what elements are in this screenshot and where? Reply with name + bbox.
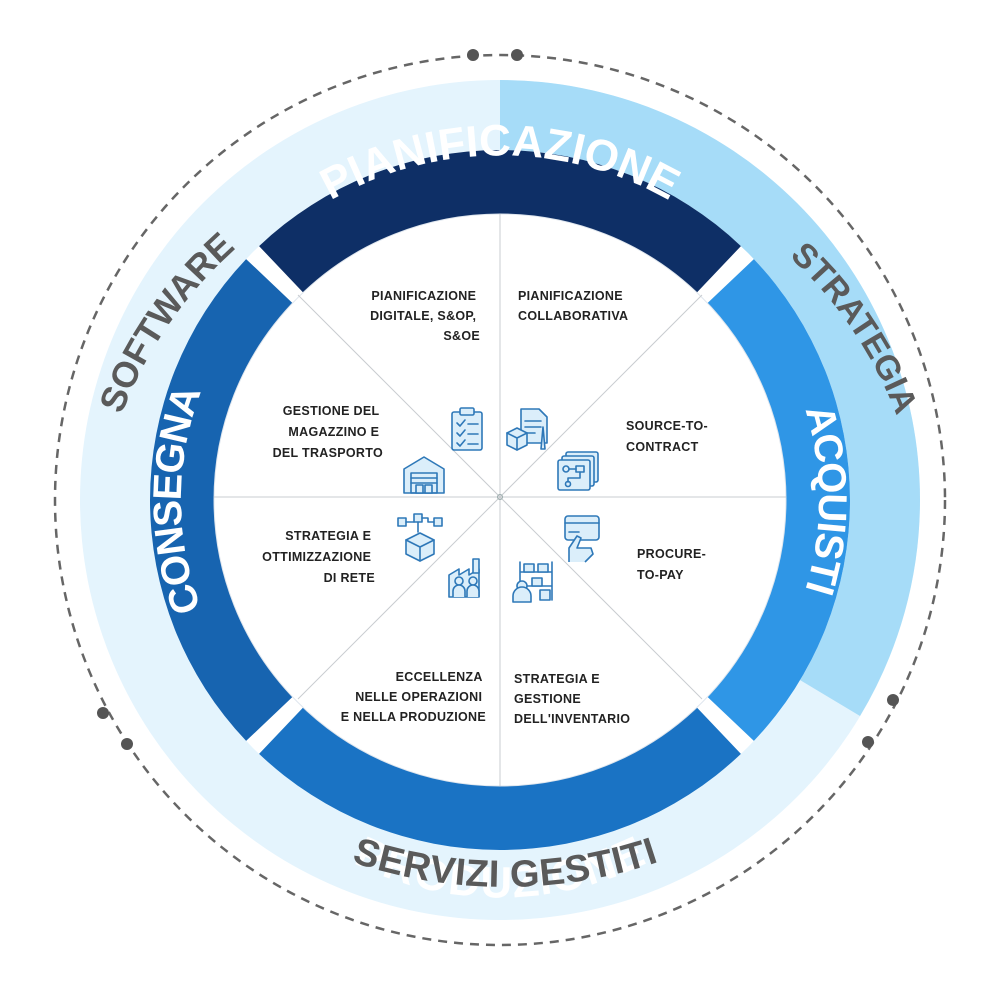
orbit-dot [467, 49, 479, 61]
factory-workers-icon [448, 558, 480, 598]
clipboard-checklist-icon [451, 407, 483, 451]
dashed-orbit [53, 49, 947, 947]
segment-label-eccellenza-operazioni: ECCELLENZA NELLE OPERAZIONI E NELLA PROD… [341, 670, 486, 724]
divider-diagonal [297, 294, 703, 700]
orbit-dot [862, 736, 874, 748]
segment-label-ottimizzazione-rete: STRATEGIA E OTTIMIZZAZIONE DI RETE [262, 529, 375, 585]
orbit-dot [511, 49, 523, 61]
ring-segment-pianificazione [259, 150, 741, 293]
center-dot [497, 494, 503, 500]
orbit-dot [887, 694, 899, 706]
network-box-icon [397, 513, 443, 562]
orbit-dot [97, 707, 109, 719]
segment-label-source-to-contract: SOURCE-TO- CONTRACT [626, 419, 712, 454]
document-box-collaboration-icon [506, 408, 548, 451]
inventory-worker-shelves-icon [512, 561, 553, 603]
ring-segment-acquisti [707, 259, 850, 741]
segment-label-procure-to-pay: PROCURE- TO-PAY [637, 547, 710, 582]
segment-label-pianificazione-collaborativa: PIANIFICAZIONE COLLABORATIVA [518, 289, 628, 323]
segment-texts: PIANIFICAZIONE DIGITALE, S&OP, S&OE PIAN… [262, 289, 712, 726]
warehouse-icon [403, 456, 445, 494]
segment-label-pianificazione-digitale: PIANIFICAZIONE DIGITALE, S&OP, S&OE [370, 289, 480, 343]
segment-label-inventario: STRATEGIA E GESTIONE DELL'INVENTARIO [514, 672, 630, 726]
segment-label-magazzino-trasporto: GESTIONE DEL MAGAZZINO E DEL TRASPORTO [273, 404, 383, 460]
dashed-circle [53, 53, 947, 947]
ring-segment-consegna [149, 259, 293, 741]
orbit-dot [121, 738, 133, 750]
hand-card-payment-icon [564, 515, 600, 563]
ring-segment-produzione [259, 707, 741, 850]
process-flow-cards-icon [557, 451, 599, 491]
dividers [214, 214, 786, 786]
